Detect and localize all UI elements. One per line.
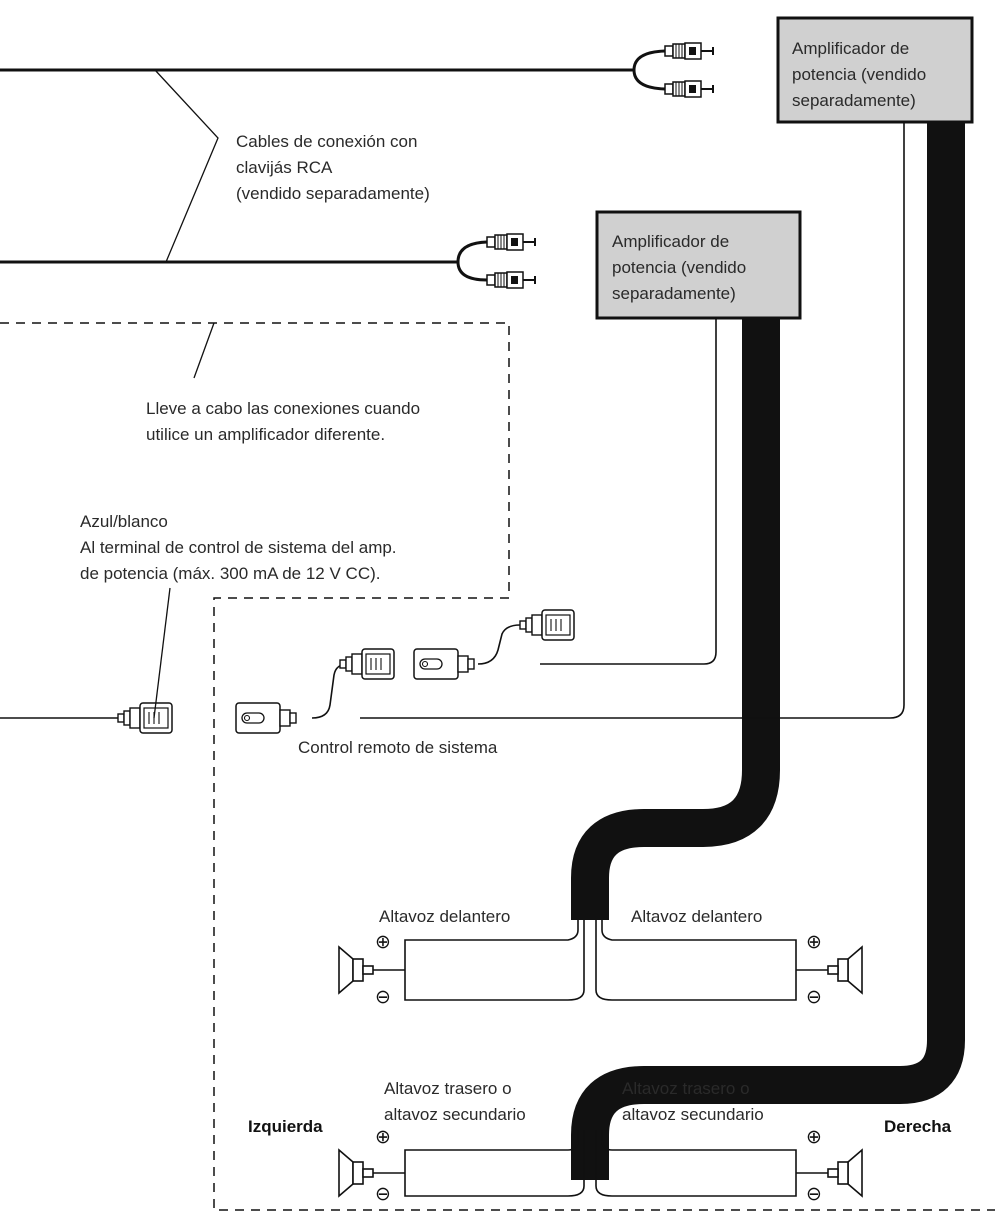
amplifier-label-top: Amplificador de potencia (vendido separa… [792,39,931,110]
speaker-icon [338,1149,374,1197]
minus-symbol: ⊖ [806,1183,822,1205]
plus-symbol: ⊕ [375,931,391,953]
rca-plug [664,42,714,60]
rca-plug [486,233,536,251]
rca-label-leader [154,69,219,263]
remote-plug-female [235,702,297,734]
note-label: Lleve a cabo las conexiones cuando utili… [146,399,425,444]
amplifier-label-middle: Amplificador de potencia (vendido separa… [612,232,751,303]
plus-symbol: ⊕ [375,1126,391,1148]
blue-white-plug [117,702,173,734]
speaker-wires-rear [373,1130,828,1197]
remote-plug-male [339,648,395,680]
rca-cable-middle [0,233,536,289]
rca-cables-label: Cables de conexión con clavijás RCA (ven… [236,132,430,203]
plus-symbol: ⊕ [806,1126,822,1148]
speaker-wires-front [373,920,828,1001]
remote-control-label: Control remoto de sistema [298,738,498,757]
amplifier-box-top [776,16,974,124]
speaker-icon [827,946,863,994]
remote-plug-female [413,648,475,680]
amplifier-box-middle [595,210,802,320]
rear-right-speaker-label: Altavoz trasero o altavoz secundario [622,1079,764,1124]
blue-white-label: Azul/blanco Al terminal de control de si… [80,512,401,583]
front-right-speaker-label: Altavoz delantero [631,907,762,926]
speaker-harness-front [571,318,780,920]
speaker-icon [338,946,374,994]
rca-cable-top [0,42,714,98]
minus-symbol: ⊖ [375,1183,391,1205]
dashed-boundary [0,322,995,1211]
note-leader [193,322,215,379]
rca-plug [486,271,536,289]
minus-symbol: ⊖ [375,986,391,1008]
rear-left-speaker-label: Altavoz trasero o altavoz secundario [384,1079,526,1124]
remote-wiring [311,122,905,719]
minus-symbol: ⊖ [806,986,822,1008]
front-left-speaker-label: Altavoz delantero [379,907,510,926]
plus-symbol: ⊕ [806,931,822,953]
blue-white-leader [153,587,171,719]
rca-plug [664,80,714,98]
left-side-label: Izquierda [248,1117,323,1136]
speaker-icon [827,1149,863,1197]
remote-plug-male [519,609,575,641]
right-side-label: Derecha [884,1117,952,1136]
speaker-harness-rear [571,122,965,1180]
